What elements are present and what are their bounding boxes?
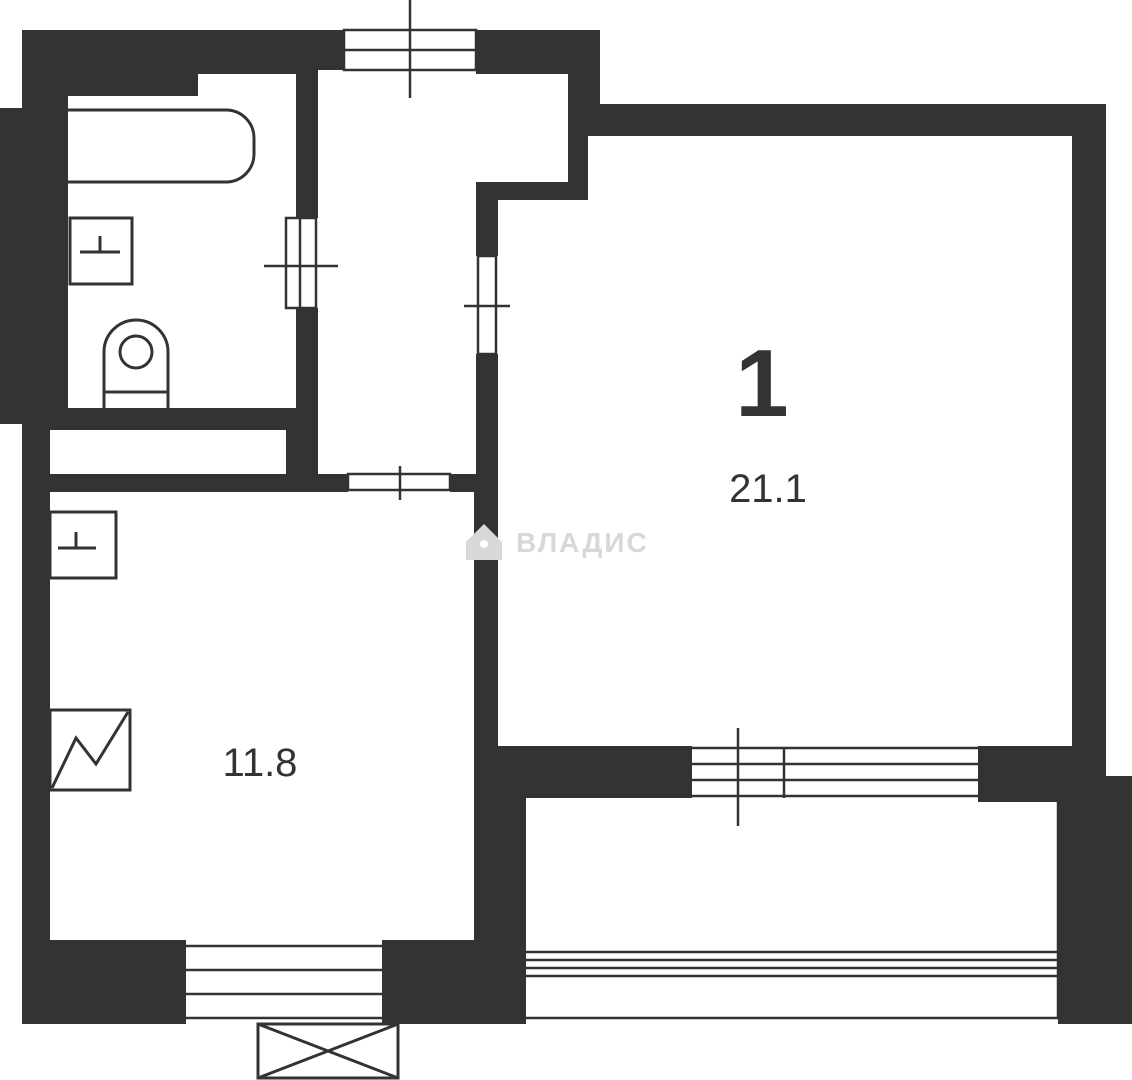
room-number: 1 [735,330,788,437]
kitchen-sink-icon [48,510,118,580]
doors [264,0,510,500]
room-area-main: 21.1 [729,467,807,511]
balcony-glazing [526,800,1060,1020]
watermark-text: ВЛАДИС [516,527,649,558]
sink-icon [68,216,134,286]
room-area-kitchen: 11.8 [223,741,298,785]
sink-tap [80,236,120,254]
kitchen-window[interactable] [186,944,382,1020]
stove-icon [48,708,132,792]
windows [186,728,1060,1020]
ventilation-box-icon [256,1022,400,1080]
room-labels: 1 21.1 11.8 [223,330,807,785]
balcony-door-window[interactable] [692,728,978,826]
kitchen-fixtures [48,510,400,1080]
toilet-icon [102,318,170,408]
bathtub-icon [68,108,256,184]
bathroom-fixtures [68,108,256,408]
watermark: ВЛАДИС [466,524,649,560]
